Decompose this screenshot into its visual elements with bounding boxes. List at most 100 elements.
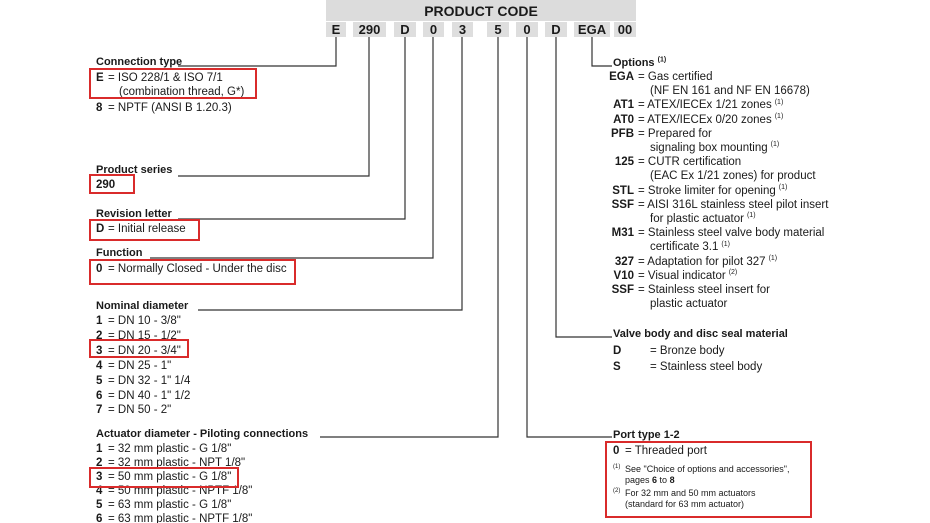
product-series-value: 290 [96,179,116,191]
revision-letter-text: = Initial release [108,223,186,235]
actuator-text: = 63 mm plastic - G 1/8" [108,499,232,511]
diameter-text: = DN 32 - 1" 1/4 [108,374,191,387]
actuator-key: 3 [96,471,103,483]
option-item-continuation: signaling box mounting(1) [598,141,779,155]
function-item: 0 = Normally Closed - Under the disc [96,262,287,276]
option-item-continuation: plastic actuator [598,297,727,311]
footnote-1-page-from: 6 [652,475,658,485]
option-key: SSF [611,198,634,211]
option-text: = Visual indicator [638,269,726,282]
option-text: = CUTR certification [638,156,742,169]
options-title-text: Options [613,57,655,69]
revision-letter-title: Revision letter [96,208,172,220]
code-segment-actuator: 5 [487,22,509,37]
option-text: signaling box mounting [650,142,768,154]
option-text: for plastic actuator [650,213,744,225]
option-item: STL= Stroke limiter for opening(1) [598,184,787,198]
code-segment-series: 290 [353,22,386,37]
connection-type-text: = NPTF (ANSI B 1.20.3) [108,102,232,114]
nominal-diameter-title: Nominal diameter [96,300,189,312]
function-key: 0 [96,263,103,275]
option-note: (1) [746,212,756,220]
option-text: = AISI 316L stainless steel pilot insert [638,198,829,211]
option-text: = Gas certified [638,71,713,83]
list-item: 3 = 50 mm plastic - G 1/8" [96,470,231,484]
highlight-port-type [605,441,812,518]
option-text: certificate 3.1 [650,241,719,254]
option-text: (EAC Ex 1/21 zones) for product [650,170,816,183]
footnote-2-line2: (standard for 63 mm actuator) [625,499,745,509]
option-note: (1) [721,240,730,248]
diameter-text: = DN 10 - 3/8" [108,315,181,327]
list-item: 3 = DN 20 - 3/4" [96,344,181,358]
option-item-continuation: (EAC Ex 1/21 zones) for product [598,169,816,183]
option-text: = Stroke limiter for opening [638,184,776,197]
connection-type-title: Connection type [96,56,183,68]
option-text: = Stainless steel valve body material [638,227,825,240]
option-item: PFB= Prepared for [598,127,712,141]
option-item: EGA = Gas certified [598,70,712,84]
actuator-text: = 50 mm plastic - G 1/8" [108,471,232,483]
diameter-text: = DN 50 - 2" [108,404,172,417]
option-text: plastic actuator [650,298,728,311]
footnote-1: (1) See "Choice of options and accessori… [613,464,789,475]
valve-body-item-s: S = Stainless steel body [613,360,762,374]
option-key: EGA [609,71,634,83]
option-note: (1) [770,141,780,149]
highlight-nominal-diameter [89,339,189,358]
valve-body-key: D [613,345,622,357]
valve-body-item-d: D = Bronze body [613,344,724,358]
port-type-key: 0 [613,445,620,457]
list-item: 1= DN 10 - 3/8" [96,314,181,328]
option-item: SSF= Stainless steel insert for [598,283,770,297]
highlight-connection-type [89,68,257,99]
connection-type-item-8: 8 = NPTF (ANSI B 1.20.3) [96,101,232,115]
diameter-key: 2 [96,329,103,342]
valve-body-title: Valve body and disc seal material [613,328,788,340]
footnote-1-to: to [657,475,670,485]
footnote-2: (2) For 32 mm and 50 mm actuators [613,488,756,499]
product-code-header: PRODUCT CODE [326,0,636,21]
valve-body-text: = Bronze body [650,345,725,357]
option-text: = Adaptation for pilot 327 [638,255,766,268]
option-item: M31= Stainless steel valve body material [598,226,825,240]
option-note: (1) [774,98,784,106]
diameter-text: = DN 15 - 1/2" [108,329,181,342]
code-segment-port: 0 [516,22,538,37]
footnote-2-line1: For 32 mm and 50 mm actuators [625,488,756,498]
diameter-key: 4 [96,359,103,372]
footnote-2-mark: (2) [613,488,621,494]
code-segment-connection: E [326,22,346,37]
option-text: = ATEX/IECEx 0/20 zones [638,113,772,126]
connection-type-item-e-line2: (combination thread, G*) [119,86,245,98]
code-segment-suffix: 00 [614,22,636,37]
function-text: = Normally Closed - Under the disc [108,263,287,275]
options-title: Options (1) [613,56,666,70]
diameter-key: 3 [96,344,103,357]
port-type-text: = Threaded port [625,445,707,457]
option-key: PFB [611,127,634,140]
list-item: 7= DN 50 - 2" [96,403,171,417]
actuator-text: = 50 mm plastic - NPTF 1/8" [108,485,253,497]
connection-type-text: = ISO 228/1 & ISO 7/1 [108,72,223,84]
diameter-text: = DN 20 - 3/4" [108,344,181,357]
option-key: AT0 [613,113,634,126]
highlight-product-series [89,174,135,194]
connection-type-key: 8 [96,102,103,114]
actuator-text: = 32 mm plastic - NPT 1/8" [108,457,246,469]
list-item: 1= 32 mm plastic - G 1/8" [96,442,231,456]
actuator-text: = 63 mm plastic - NPTF 1/8" [108,513,253,523]
port-type-title: Port type 1-2 [613,429,680,441]
option-key: 327 [614,255,634,268]
connection-type-key: E [96,72,104,84]
product-series-title: Product series [96,164,173,176]
footnote-1-page-to: 8 [669,475,675,485]
option-key: AT1 [613,99,634,112]
diameter-text: = DN 25 - 1" [108,359,172,372]
option-text: = Stainless steel insert for [638,284,770,296]
actuator-key: 1 [96,443,103,455]
revision-letter-key: D [96,223,105,235]
option-item: SSF = AISI 316L stainless steel pilot ins… [598,198,829,212]
